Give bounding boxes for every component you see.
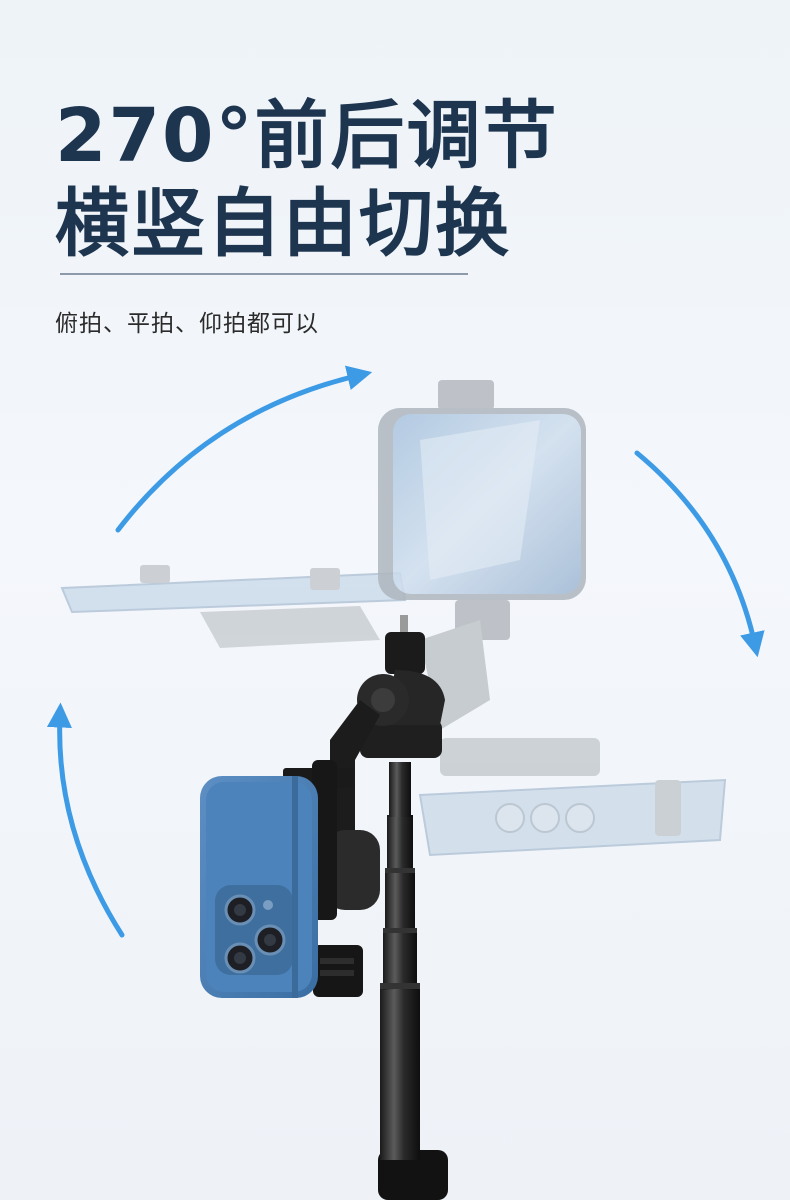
headline: 270°前后调节 横竖自由切换: [55, 92, 615, 268]
rotating-mount: [283, 615, 445, 997]
selfie-stick-pole: [378, 762, 448, 1200]
ghost-phone-flat-bottom: [418, 738, 727, 857]
rotation-arrow-icon: [46, 365, 765, 938]
divider: [60, 273, 468, 275]
headline-line-1: 270°前后调节: [55, 93, 559, 179]
main-phone: [200, 776, 318, 998]
ghost-phone-flat-top: [60, 565, 407, 648]
headline-line-2: 横竖自由切换: [55, 181, 511, 267]
subtitle: 俯拍、平拍、仰拍都可以: [55, 311, 319, 337]
